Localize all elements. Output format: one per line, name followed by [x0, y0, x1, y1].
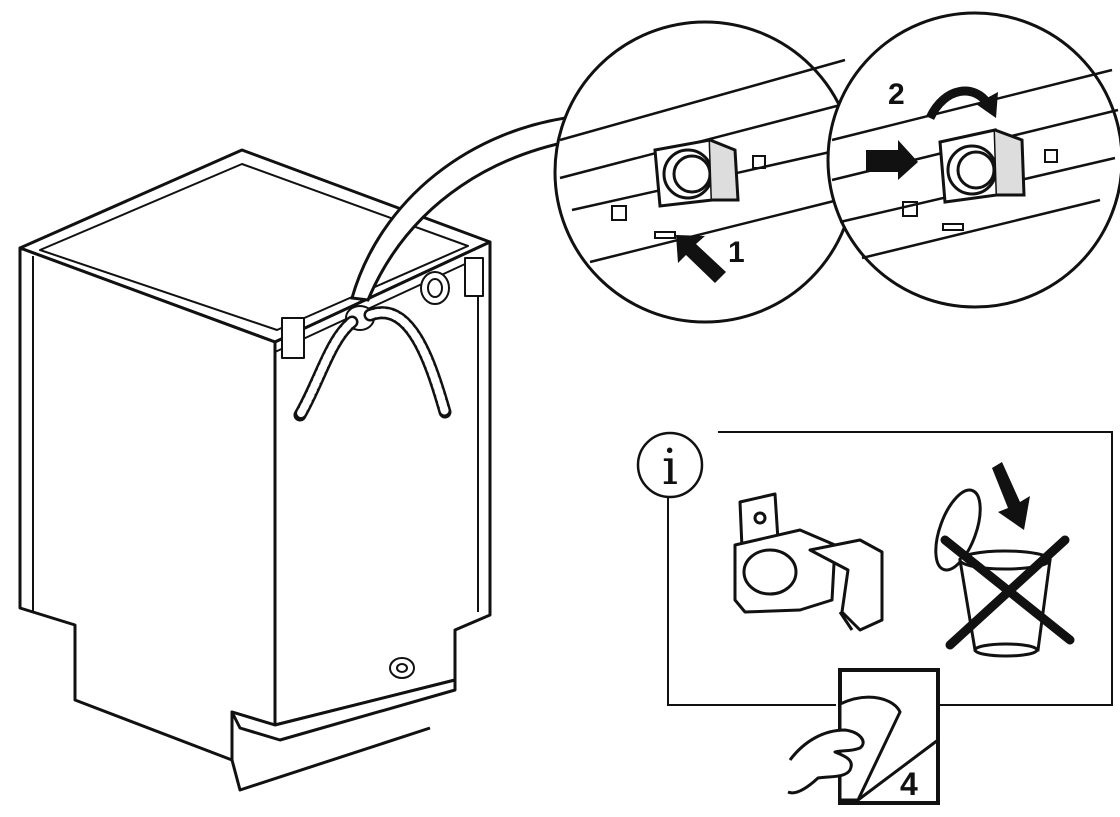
info-symbol: i [662, 438, 678, 496]
dishwasher-base-left [230, 726, 431, 792]
drain-hose-fill [296, 318, 356, 419]
bracket-right [464, 257, 484, 297]
detail-slot-1b [752, 155, 766, 169]
water-connector-inner [396, 663, 408, 673]
detail-slot-2a [902, 201, 918, 217]
info-icon [636, 431, 704, 499]
detail-slot-2b [1044, 149, 1058, 163]
detail-circle-step1: 1 [553, 20, 857, 324]
step-2-label: 2 [888, 78, 905, 111]
detail-tab-2 [942, 223, 964, 231]
detail-clip-1 [653, 138, 740, 208]
glass [958, 558, 1052, 652]
info-panel: i 4 [636, 431, 1113, 805]
push-arrow-1 [676, 235, 726, 283]
prohibited-cross-icon [940, 535, 1075, 650]
hand-icon [787, 728, 865, 795]
hose-clip-icon [733, 492, 884, 632]
step-1-label: 1 [728, 236, 745, 269]
manual-page-icon: 4 [787, 668, 940, 805]
detail-tab-1 [654, 231, 676, 239]
clip-lid [934, 488, 982, 572]
page-curl [838, 695, 902, 802]
rotate-arrow [925, 86, 992, 121]
bracket-left [281, 317, 305, 359]
down-arrow [992, 462, 1030, 530]
dishwasher-top-inner [39, 163, 469, 331]
hoses [293, 306, 452, 422]
clip-mount-inner [427, 278, 443, 298]
inlet-hose-fill [366, 308, 449, 416]
page-diagonal [857, 738, 939, 802]
dishwasher [18, 148, 492, 792]
detail-circle-step2: 2 [826, 11, 1120, 309]
info-panel-frame [667, 431, 1113, 706]
detail-slot-1a [611, 205, 627, 221]
detail-clip-2 [938, 128, 1026, 204]
page-ref-label: 4 [900, 766, 918, 802]
dishwasher-plinth [230, 678, 457, 742]
prohibited-icon [934, 462, 1075, 658]
push-arrow-2 [866, 140, 918, 180]
rotate-arrow-head [976, 92, 998, 118]
